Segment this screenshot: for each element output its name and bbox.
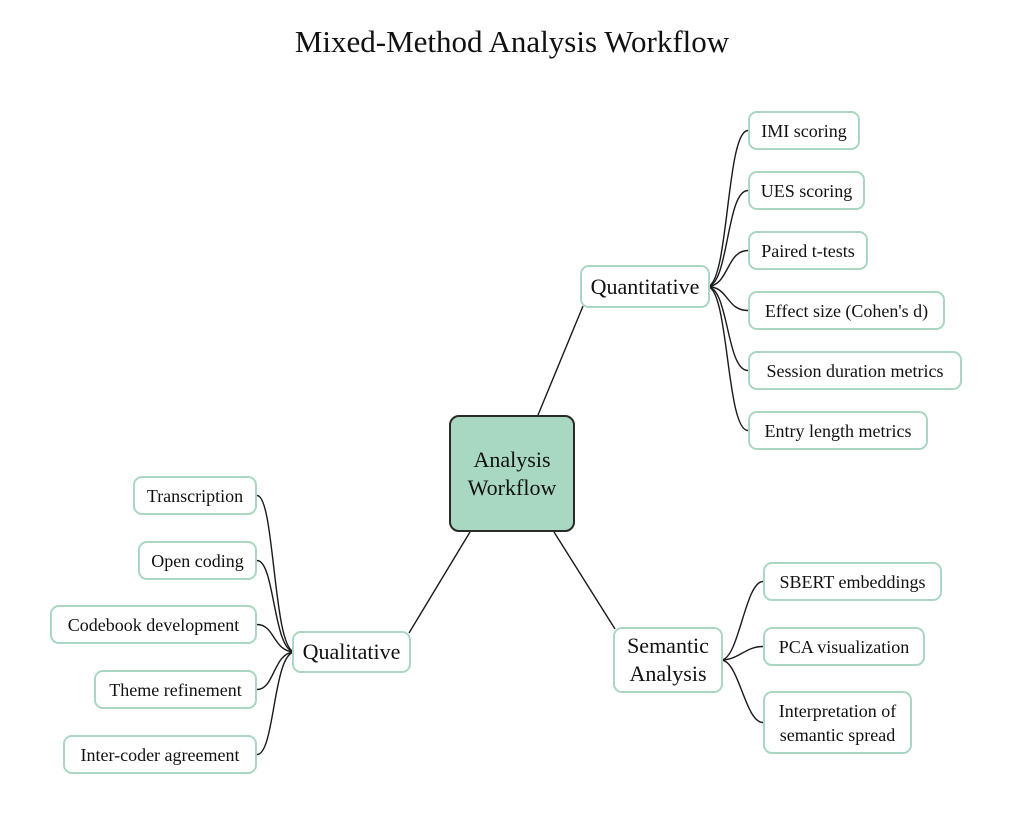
leaf-node-ues-scoring: UES scoring — [748, 171, 865, 210]
edge-qualitative-leaf — [256, 559, 296, 653]
edge-root-semantic — [553, 531, 616, 630]
leaf-node-codebook-development: Codebook development — [50, 605, 257, 644]
edge-quantitative-leaf — [706, 285, 749, 372]
leaf-node-effect-size: Effect size (Cohen's d) — [748, 291, 945, 330]
edge-quantitative-leaf — [706, 285, 749, 312]
edge-qualitative-leaf — [256, 494, 296, 653]
branch-node-quantitative: Quantitative — [580, 265, 710, 308]
leaf-node-sbert-embeddings: SBERT embeddings — [763, 562, 942, 601]
leaf-node-transcription: Transcription — [133, 476, 257, 515]
leaf-node-paired-t-tests: Paired t-tests — [748, 231, 868, 270]
edge-quantitative-leaf — [706, 189, 749, 288]
edge-qualitative-leaf — [256, 651, 296, 691]
diagram-title: Mixed-Method Analysis Workflow — [294, 24, 730, 59]
edge-semantic-leaf — [720, 645, 764, 661]
leaf-node-theme-refinement: Theme refinement — [94, 670, 257, 709]
leaf-node-imi-scoring: IMI scoring — [748, 111, 860, 150]
edge-quantitative-leaf — [706, 249, 749, 288]
edge-root-qualitative — [408, 531, 471, 634]
leaf-node-interpretation-of-semantic-spread: Interpretation of semantic spread — [763, 691, 912, 754]
edge-quantitative-leaf — [706, 285, 749, 432]
root-node: Analysis Workflow — [449, 415, 575, 532]
edge-quantitative-leaf — [706, 129, 749, 288]
leaf-node-inter-coder-agreement: Inter-coder agreement — [63, 735, 257, 774]
leaf-node-session-duration-metrics: Session duration metrics — [748, 351, 962, 390]
edge-qualitative-leaf — [256, 623, 296, 653]
edge-root-quantitative — [537, 305, 584, 416]
edge-qualitative-leaf — [256, 651, 296, 756]
branch-node-qualitative: Qualitative — [292, 631, 411, 673]
leaf-node-pca-visualization: PCA visualization — [763, 627, 925, 666]
edge-semantic-leaf — [720, 580, 764, 661]
leaf-node-entry-length-metrics: Entry length metrics — [748, 411, 928, 450]
leaf-node-open-coding: Open coding — [138, 541, 257, 580]
branch-node-semantic-analysis: Semantic Analysis — [613, 627, 723, 693]
edge-semantic-leaf — [720, 659, 764, 724]
